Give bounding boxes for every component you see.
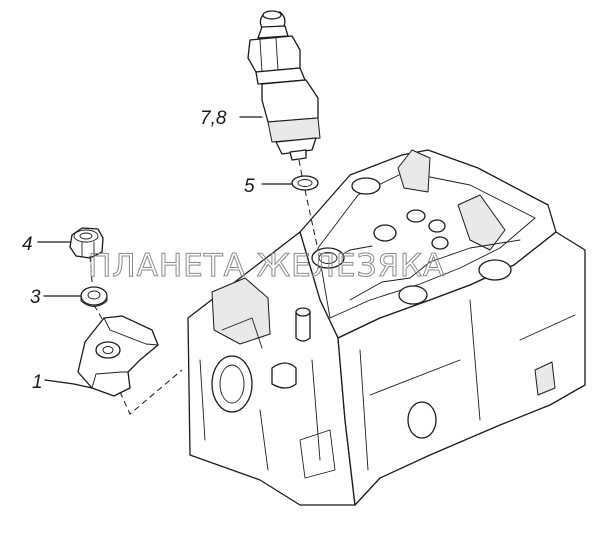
- port-hole-3: [428, 219, 446, 233]
- valve-seat-1: [398, 285, 428, 305]
- side-boss: [457, 194, 506, 251]
- port-hole-1: [373, 224, 397, 242]
- injector-bore: [311, 247, 345, 269]
- nut[interactable]: [69, 227, 104, 259]
- callout-washer: 3: [30, 287, 41, 308]
- watermark: ПЛАНЕТА ЖЕЛЕЗЯКА: [88, 248, 445, 284]
- valve-seat-2: [478, 259, 512, 281]
- front-port: [211, 355, 253, 413]
- port-hole-4: [431, 236, 449, 250]
- callout-clamp: 1: [32, 372, 43, 393]
- callout-seal-ring: 5: [244, 176, 255, 197]
- right-port: [407, 401, 437, 439]
- top-hole: [351, 177, 381, 195]
- washer[interactable]: [80, 286, 108, 307]
- injector-clamp[interactable]: [77, 315, 159, 397]
- seal-ring[interactable]: [291, 175, 319, 191]
- callout-nut: 4: [22, 234, 33, 255]
- right-lug: [534, 361, 556, 396]
- cylinder-head: [187, 149, 586, 506]
- clamp-stud: [295, 311, 311, 342]
- port-hole-2: [406, 209, 426, 223]
- assembly-lines: [89, 159, 319, 415]
- callout-injector: 7,8: [200, 108, 227, 129]
- side-plug: [271, 362, 297, 389]
- rear-boss: [397, 149, 431, 193]
- leader-lines: [37, 116, 293, 389]
- fuel-injector[interactable]: [247, 10, 321, 161]
